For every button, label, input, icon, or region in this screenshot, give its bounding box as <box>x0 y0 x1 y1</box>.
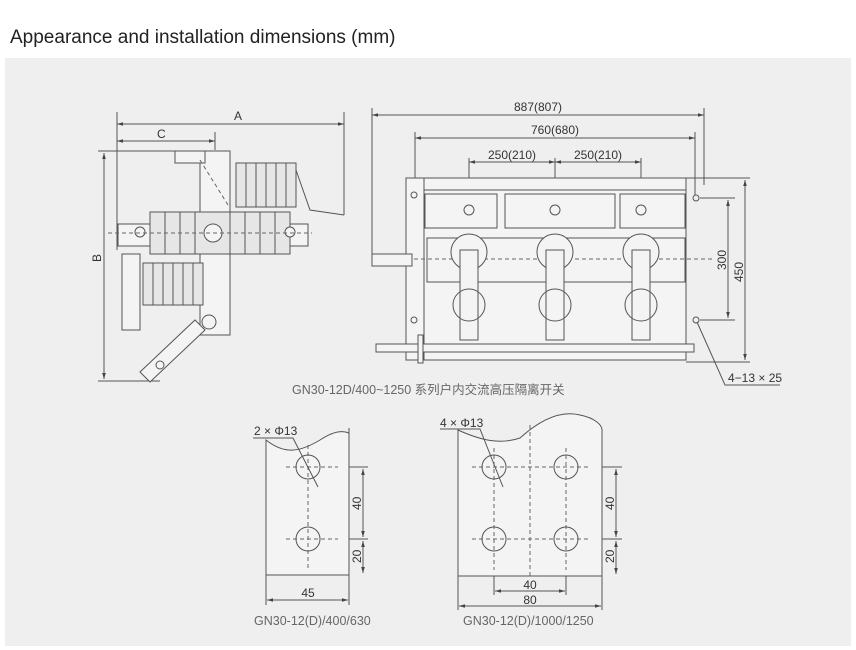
dim-c-label: C <box>157 127 166 141</box>
terminal-large: 4 × Φ13 40 20 40 80 GN30-12(D)/1000/1250 <box>440 413 622 628</box>
small-holes-label: 2 × Φ13 <box>254 424 298 438</box>
holes-label: 4−13 × 25 <box>728 371 782 385</box>
small-dim-width: 45 <box>301 586 315 600</box>
large-dim-width: 80 <box>523 593 537 607</box>
dim-overall-label: 887(807) <box>514 100 562 114</box>
large-dim-vertical: 40 <box>603 496 617 510</box>
dim-height-outer-label: 450 <box>732 262 746 282</box>
terminal-small: 2 × Φ13 40 20 45 GN30-12(D)/400/630 <box>253 424 371 628</box>
small-caption: GN30-12(D)/400/630 <box>254 614 371 628</box>
large-holes-label: 4 × Φ13 <box>440 416 484 430</box>
small-dim-vertical: 40 <box>350 496 364 510</box>
large-dim-edge: 20 <box>603 549 617 563</box>
side-view: A C B <box>90 109 345 383</box>
dim-pitch-2-label: 250(210) <box>574 148 622 162</box>
dim-b-label: B <box>90 254 104 262</box>
dim-pitch-1-label: 250(210) <box>488 148 536 162</box>
front-view: 887(807) 760(680) 250(210) 250(210) <box>292 100 782 397</box>
small-dim-edge: 20 <box>350 549 364 563</box>
large-dim-spacing: 40 <box>523 578 537 592</box>
phase-poles <box>450 233 660 341</box>
page-title: Appearance and installation dimensions (… <box>10 27 396 48</box>
large-caption: GN30-12(D)/1000/1250 <box>463 614 594 628</box>
front-view-caption: GN30-12D/400~1250 系列户内交流高压隔离开关 <box>292 382 565 397</box>
dim-mount-label: 760(680) <box>531 123 579 137</box>
dim-height-inner-label: 300 <box>715 250 729 270</box>
dim-a-label: A <box>234 109 242 123</box>
